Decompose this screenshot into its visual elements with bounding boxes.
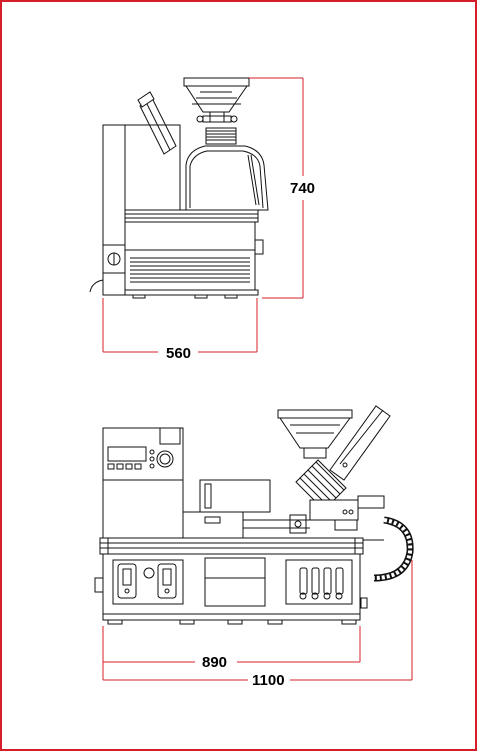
front-screw-barrel [295, 405, 391, 511]
front-dimensions [102, 560, 413, 681]
front-view [94, 405, 414, 625]
dimension-width-body-label: 890 [202, 654, 227, 671]
dimension-width-total-label: 1100 [252, 672, 285, 689]
side-hopper [183, 77, 250, 145]
side-switch [89, 244, 126, 293]
dimension-height-label: 740 [290, 180, 315, 197]
dimension-depth-label: 560 [166, 345, 191, 362]
front-injection-unit [182, 479, 310, 539]
side-view [89, 77, 269, 299]
front-hopper [277, 409, 353, 459]
side-rail [124, 209, 259, 223]
front-carriage [309, 495, 385, 541]
front-cable-chain [373, 516, 414, 582]
side-dome [185, 145, 269, 211]
side-feeder-tube [137, 91, 177, 155]
front-control-panel [102, 427, 184, 539]
front-rail [99, 537, 364, 555]
front-base [94, 553, 368, 625]
side-dimensions [102, 77, 304, 353]
side-base [124, 221, 264, 299]
